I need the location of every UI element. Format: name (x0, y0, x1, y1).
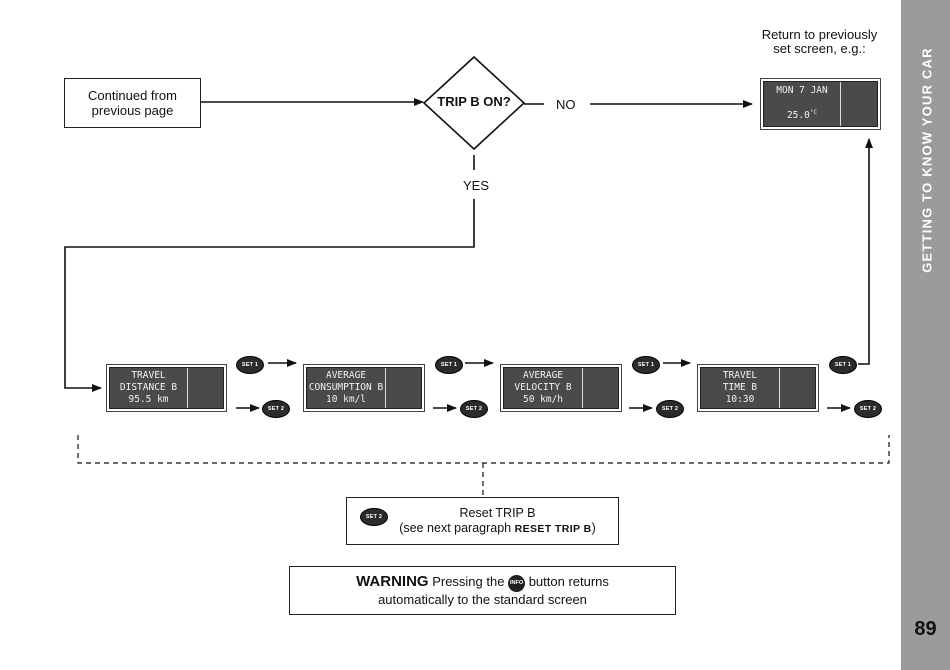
set2-button: SET 2 (656, 400, 684, 418)
display-line: 95.5 km (128, 394, 169, 405)
display-average-consumption-b: AVERAGE CONSUMPTION B 10 km/l (303, 364, 425, 412)
return-note-line2: set screen, e.g.: (773, 41, 866, 56)
set2-button: SET 2 (460, 400, 488, 418)
reset-line2: (see next paragraph RESET TRIP B) (399, 520, 596, 535)
display-line: CONSUMPTION B (308, 382, 384, 393)
warning-box: WARNING Pressing the INFO button returns… (289, 566, 676, 615)
display-line: AVERAGE (522, 370, 564, 381)
set1-button: SET 1 (829, 356, 857, 374)
set2-button: SET 2 (854, 400, 882, 418)
return-display: MON 7 JAN 25.0°C (760, 78, 881, 130)
display-line: 50 km/h (522, 394, 564, 405)
reset-trip-b-box: SET 2 Reset TRIP B (see next paragraph R… (346, 497, 619, 545)
section-sidebar (901, 0, 950, 670)
display-travel-time-b: TRAVEL TIME B 10:30 (697, 364, 819, 412)
warning-line2: automatically to the standard screen (378, 591, 587, 607)
display-line: 10 km/l (325, 394, 367, 405)
decision-label: TRIP B ON? (437, 94, 511, 109)
display-line: TRAVEL (722, 370, 758, 381)
reset-line1: Reset TRIP B (459, 505, 536, 520)
set1-button: SET 1 (236, 356, 264, 374)
info-button-icon: INFO (508, 574, 526, 592)
continued-line2: previous page (91, 103, 174, 118)
set1-button: SET 1 (435, 356, 463, 374)
yes-label: YES (463, 178, 490, 193)
return-display-unit: °C (809, 109, 818, 117)
continued-line1: Continued from (88, 88, 177, 103)
reset-trip-b-ref: RESET TRIP B (514, 522, 592, 535)
display-line: AVERAGE (325, 370, 367, 381)
display-average-velocity-b: AVERAGE VELOCITY B 50 km/h (500, 364, 622, 412)
warning-heading: WARNING (356, 573, 429, 591)
return-note-line1: Return to previously (761, 27, 878, 42)
set1-button: SET 1 (632, 356, 660, 374)
page-number: 89 (914, 618, 937, 640)
display-travel-distance-b: TRAVEL DISTANCE B 95.5 km (106, 364, 227, 412)
set2-button: SET 2 (262, 400, 290, 418)
display-line: 10:30 (725, 394, 755, 405)
continued-from-box: Continued from previous page (64, 78, 201, 128)
section-title: GETTING TO KNOW YOUR CAR (919, 47, 935, 273)
return-display-temp: 25.0 (786, 110, 810, 122)
warning-line1: WARNING Pressing the INFO button returns (356, 573, 609, 592)
dashed-collector (77, 435, 890, 464)
decision-diamond (422, 55, 526, 151)
no-label: NO (556, 97, 576, 112)
arrow-set1-4-to-return (858, 138, 873, 365)
set2-button: SET 2 (360, 508, 388, 526)
display-line: TIME B (722, 382, 758, 393)
display-line: TRAVEL (131, 370, 166, 381)
return-note: Return to previously set screen, e.g.: (752, 28, 887, 56)
return-display-line1: MON 7 JAN (776, 85, 828, 97)
display-line: DISTANCE B (119, 382, 178, 393)
display-line: VELOCITY B (514, 382, 572, 393)
yes-path (64, 199, 475, 392)
